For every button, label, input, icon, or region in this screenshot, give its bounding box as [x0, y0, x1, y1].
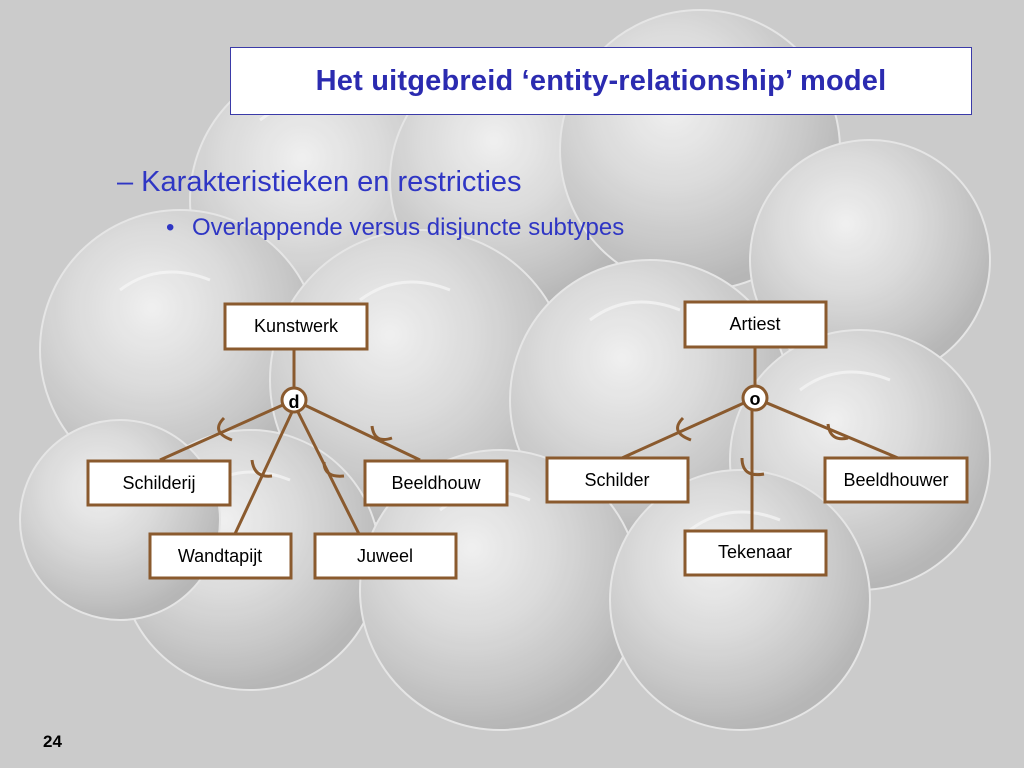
- entity-box-kunstwerk: [223, 302, 369, 351]
- entity-box-wandtapijt: [148, 532, 293, 580]
- connector-circle-schilderij: [159, 398, 295, 462]
- bullet-dot: •: [166, 214, 175, 241]
- entity-box-tekenaar: [683, 529, 828, 577]
- entity-box-juweel: [313, 532, 458, 580]
- entity-label-kunstwerk: Kunstwerk: [254, 316, 339, 336]
- constraint-circle-right: [741, 384, 769, 412]
- subset-arc-tekenaar: [740, 457, 765, 477]
- entity-label-beeldhouwer: Beeldhouwer: [843, 470, 948, 490]
- bullet-level2: • Overlappende versus disjuncte subtypes: [166, 214, 624, 242]
- subset-arc-juweel: [322, 461, 345, 478]
- connector-circle-beeldhouw: [293, 398, 421, 462]
- subset-arc-schilderij: [217, 416, 233, 442]
- entity-box-artiest: [683, 300, 828, 349]
- bullet-level1: – Karakteristieken en restricties: [117, 166, 522, 198]
- entity-box-schilderij: [86, 459, 232, 507]
- entity-box-schilder: [545, 456, 690, 504]
- entity-box-beeldhouw: [363, 459, 509, 507]
- connector-circle-schilder: [621, 396, 756, 460]
- entity-label-artiest: Artiest: [729, 314, 780, 334]
- entity-box-beeldhouwer: [823, 456, 969, 504]
- constraint-circle-left: [280, 386, 308, 414]
- connector-circle-beeldhouwer: [754, 396, 899, 460]
- page-number: 24: [43, 732, 62, 751]
- subset-arc-wandtapijt: [250, 459, 273, 478]
- entity-label-beeldhouw: Beeldhouw: [391, 473, 481, 493]
- title-box: Het uitgebreid ‘entity-relationship’ mod…: [230, 47, 972, 115]
- slide-title: Het uitgebreid ‘entity-relationship’ mod…: [315, 64, 887, 97]
- entity-label-schilder: Schilder: [584, 470, 649, 490]
- subset-arc-beeldhouw: [370, 425, 393, 441]
- entity-label-schilderij: Schilderij: [122, 473, 195, 493]
- bullet-level2-text: Overlappende versus disjuncte subtypes: [192, 214, 625, 241]
- entity-label-tekenaar: Tekenaar: [718, 542, 792, 562]
- subset-arc-beeldhouwer: [826, 423, 849, 441]
- entity-label-wandtapijt: Wandtapijt: [178, 546, 262, 566]
- constraint-label-left: d: [289, 392, 300, 412]
- constraint-label-right: o: [750, 389, 761, 409]
- subset-arc-schilder: [676, 416, 692, 442]
- entity-label-juweel: Juweel: [357, 546, 413, 566]
